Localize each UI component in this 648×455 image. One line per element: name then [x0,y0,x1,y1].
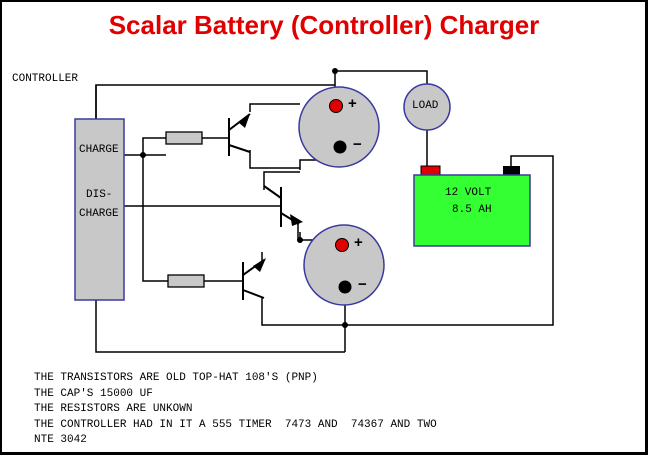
junction-dot [140,152,146,158]
resistor-top [165,131,203,145]
note-line: THE CONTROLLER HAD IN IT A 555 TIMER 747… [34,418,437,431]
battery-positive-terminal [420,165,441,176]
wire-charge-up [142,137,166,155]
wire-top-load [335,70,428,84]
resistor-bottom [167,274,205,288]
note-line: THE RESISTORS ARE UNKOWN [34,403,193,416]
note-line: NTE 3042 [34,434,87,447]
wire-t3-collector [261,298,345,326]
capacitor-2 [303,224,385,306]
transistor-3-arrow [253,258,266,272]
transistor-1-arrow [238,114,250,128]
capacitor-2-minus-sign: − [358,276,367,293]
battery-capacity-label: 8.5 AH [452,204,492,216]
wire-top-left [95,84,335,119]
transistor-2-arrow [290,214,303,226]
load-label: LOAD [412,100,439,112]
junction-dot [297,237,303,243]
discharge-label-2: CHARGE [79,208,119,220]
wire-t2-top [263,171,300,190]
capacitor-1-plus-sign: + [348,95,357,112]
battery [413,174,531,247]
junction-dot [332,68,338,74]
note-line: THE CAP'S 15000 UF [34,387,153,400]
wire-t1-emitter [249,103,300,112]
page-title: Scalar Battery (Controller) Charger [108,10,540,40]
capacitor-2-plus-sign: + [354,234,363,251]
capacitor-2-positive-terminal [335,238,349,252]
battery-negative-terminal [503,166,520,175]
controller-box [74,118,125,301]
controller-label: CONTROLLER [12,73,79,85]
capacitor-1-positive-terminal [329,99,343,113]
wire-right-rail [345,155,554,326]
discharge-label-1: DIS- [86,189,113,201]
wire-charge-down [142,155,168,282]
capacitor-1-minus-sign: − [353,136,362,153]
capacitor-2-negative-terminal [338,280,352,294]
charge-label: CHARGE [79,144,119,156]
junctions [140,68,348,328]
battery-voltage-label: 12 VOLT [445,187,492,199]
capacitor-1 [298,86,380,168]
notes-block: THE TRANSISTORS ARE OLD TOP-HAT 108'S (P… [34,371,437,449]
load [403,83,451,131]
junction-dot [342,322,348,328]
wire-t1-collector [249,150,300,169]
wire-controller-bottom [95,300,345,353]
capacitor-1-negative-terminal [333,140,347,154]
note-line: THE TRANSISTORS ARE OLD TOP-HAT 108'S (P… [34,372,318,384]
